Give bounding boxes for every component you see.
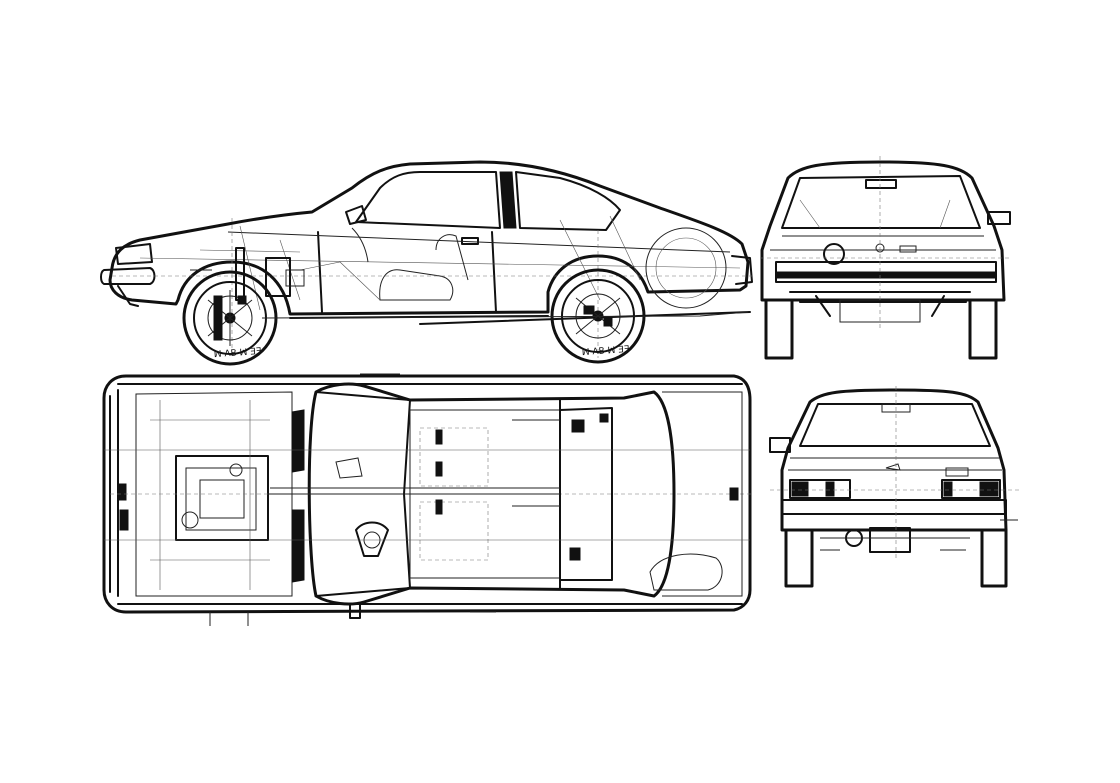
rear-wing-mirror [769,437,791,453]
rear-view [769,386,1020,588]
front-tyre-left [764,298,794,360]
cabin-outline [307,382,676,606]
front-view [760,156,1011,360]
side-window-rear [515,171,621,231]
tail-light-left [789,479,851,499]
side-window-front [355,171,501,229]
door-line [317,231,497,313]
exhaust-line [261,311,749,319]
rear-tyre-left [784,528,814,588]
rear-bumper [731,255,753,285]
headlight [115,243,153,265]
engine-block [175,455,269,541]
rear-view-mirror [865,179,897,189]
rear-bumper-view [781,499,1007,515]
headlight-left [823,243,845,265]
top-body-outline [102,374,752,614]
door-handle [461,237,479,245]
b-pillar [499,171,517,229]
front-wing-mirror [987,211,1011,225]
rear-window-label [881,403,911,413]
front-tyre-right [968,298,998,360]
top-view [102,373,752,626]
rear-window-view [799,403,991,447]
svg-text:ꟽ ɅB ꟽ ƎƎ: ꟽ ɅB ꟽ ƎƎ [214,347,262,360]
svg-text:ꟽ ɅB ꟽ ƎƎ: ꟽ ɅB ꟽ ƎƎ [582,345,630,358]
front-suspension [235,247,291,301]
steering-wheel [351,227,369,263]
rear-tyre-right [980,528,1008,588]
rear-badge [885,463,969,477]
chin-spoiler [117,285,139,307]
driveshaft [268,487,560,495]
side-body-outline [108,160,750,316]
seat-sketch [379,234,469,301]
side-view: ꟽ ɅB ꟽ ƎƎ ꟽ ɅB ꟽ ƎƎ [100,160,753,366]
front-grille-top [109,389,119,597]
side-mirror [345,205,367,225]
front-seats [419,427,489,561]
steering-wheel-top [355,521,389,557]
tail-light-right [941,479,1001,499]
front-wheel: ꟽ ɅB ꟽ ƎƎ [182,270,278,366]
boot-lid [662,391,743,597]
engine-bay [135,391,293,597]
rear-wheel: ꟽ ɅB ꟽ ƎƎ [550,268,646,364]
mirror-top [349,603,361,619]
rear-body-outline [780,388,1008,532]
front-windscreen [781,175,981,229]
rear-axle [559,407,613,581]
belt-line [227,231,731,253]
front-bumper [100,267,156,285]
gear-lever [335,457,363,479]
windscreen-base [291,409,305,583]
spare-wheel [645,227,727,309]
front-body-outline [760,160,1006,302]
rear-differential [869,527,911,553]
